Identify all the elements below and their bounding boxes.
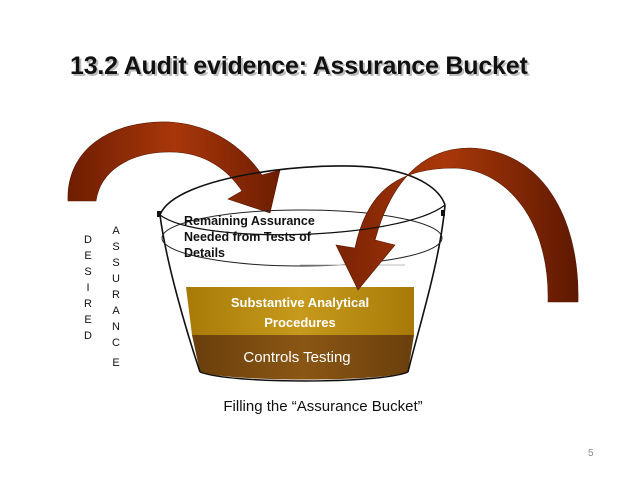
bucket-rim-front	[159, 204, 446, 236]
desired-letter: E	[84, 314, 91, 326]
bucket-rim-back	[159, 165, 446, 216]
diagram-caption: Filling the “Assurance Bucket”	[223, 398, 422, 415]
page-number: 5	[588, 448, 594, 459]
assurance-letter: C	[112, 337, 120, 349]
remaining-assurance-label: Remaining Assurance Needed from Tests of…	[184, 214, 315, 260]
slide-title: 13.2 Audit evidence: Assurance Bucket	[70, 52, 528, 80]
assurance-letter: S	[112, 257, 119, 269]
analytical-layer	[186, 287, 414, 335]
rim-mark-left	[157, 211, 161, 217]
right-curved-arrow	[335, 147, 579, 303]
desired-letter: I	[86, 282, 89, 294]
assurance-letter: S	[112, 241, 119, 253]
controls-layer	[192, 335, 414, 380]
assurance-letter: R	[112, 289, 120, 301]
remaining-line-1: Remaining Assurance	[184, 214, 315, 228]
remaining-line-2: Needed from Tests of	[184, 230, 312, 244]
analytical-line-1: Substantive Analytical	[231, 295, 369, 310]
analytical-label: Substantive Analytical Procedures	[231, 295, 369, 330]
assurance-letter: U	[112, 273, 120, 285]
remaining-line-3: Details	[184, 246, 225, 260]
assurance-letter: A	[112, 305, 120, 317]
desired-letters: D E S I R E D	[84, 234, 92, 342]
controls-testing-label: Controls Testing	[243, 349, 350, 366]
desired-letter: S	[84, 266, 91, 278]
bucket-right-side	[407, 204, 446, 373]
desired-letter: R	[84, 298, 92, 310]
rim-mark-right	[441, 210, 445, 216]
assurance-letter: E	[112, 357, 119, 369]
bucket-bottom	[199, 371, 409, 382]
desired-letter: E	[84, 250, 91, 262]
assurance-letter: N	[112, 321, 120, 333]
slide-title-shadow: 13.2 Audit evidence: Assurance Bucket	[72, 54, 530, 82]
desired-letter: D	[84, 330, 92, 342]
assurance-letters: A S S U R A N C E	[112, 225, 120, 369]
desired-letter: D	[84, 234, 92, 246]
bucket-left-side	[159, 214, 201, 373]
bucket-inner-ellipse	[161, 209, 443, 267]
assurance-letter: A	[112, 225, 120, 237]
analytical-line-2: Procedures	[264, 315, 336, 330]
